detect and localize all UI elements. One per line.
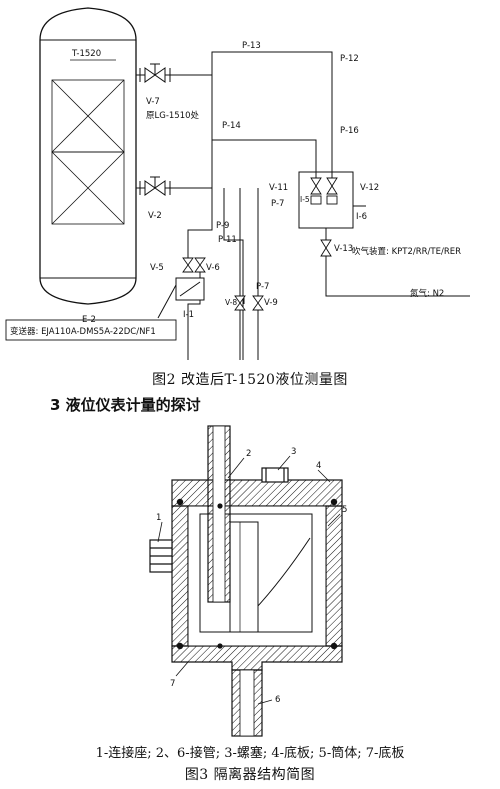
label-p12: P-12 [340, 54, 359, 64]
section-heading: 3 液位仪表计量的探讨 [50, 396, 201, 414]
valve-v6 [194, 257, 206, 273]
label-v7-note: 原LG-1510处 [146, 110, 200, 121]
label-v7: V-7 [146, 97, 160, 107]
label-purge: 吹气装置: KPT2/RR/TE/RER [352, 246, 461, 257]
vessel-label: T-1520 [71, 49, 101, 59]
transmitter-label-box [5, 319, 177, 341]
valve-v9 [252, 295, 264, 311]
label-v9: V-9 [264, 298, 278, 308]
label-p7-top: P-7 [271, 199, 284, 209]
tube-6 [231, 669, 263, 737]
label-v11: V-11 [269, 183, 288, 193]
callout-5: 5 [342, 505, 347, 515]
label-p9: P-9 [216, 221, 229, 231]
label-p7-bottom: P-7 [256, 282, 269, 292]
figure-2-caption: 图2 改造后T-1520液位测量图 [152, 372, 348, 388]
isolator-body [171, 479, 343, 671]
label-v5: V-5 [150, 263, 164, 273]
figure-3-legend: 1-连接座; 2、6-接管; 3-螺塞; 4-底板; 5-筒体; 7-底板 [95, 746, 405, 761]
valve-v2 [136, 176, 175, 196]
label-i6: I-6 [356, 212, 367, 222]
vessel-t1520 [39, 7, 137, 305]
label-nitrogen: 氮气: N2 [410, 288, 444, 299]
valve-v12 [326, 177, 338, 205]
transmitter-i1 [175, 277, 205, 301]
figure-3-diagram: 1 2 3 4 5 6 7 [149, 425, 347, 737]
label-i1: I-1 [183, 310, 194, 320]
callout-6: 6 [275, 695, 280, 705]
label-p11: P-11 [218, 235, 237, 245]
piping [157, 51, 470, 360]
figure-2-diagram: T-1520 V-7 原LG-1510处 V-2 [5, 7, 470, 360]
callout-7: 7 [170, 679, 175, 689]
label-p13: P-13 [242, 41, 261, 51]
callout-4: 4 [316, 461, 321, 471]
seal-dots [176, 498, 338, 650]
connection-seat-1 [149, 539, 173, 573]
figure-3-caption: 图3 隔离器结构简图 [184, 767, 316, 783]
valve-v11 [310, 177, 322, 205]
tube-2 [207, 425, 231, 603]
callout-1: 1 [156, 513, 161, 523]
plug-3 [261, 467, 289, 483]
valve-v13 [320, 239, 332, 257]
label-i5: I-5 [300, 195, 310, 204]
callout-leaders [157, 455, 341, 705]
valve-v8 [234, 295, 246, 311]
valve-v7 [136, 63, 175, 83]
label-v2: V-2 [148, 211, 162, 221]
valve-v5 [182, 257, 194, 273]
label-v13: V-13 [334, 244, 353, 254]
label-transmitter: 变送器: EJA110A-DMS5A-22DC/NF1 [10, 326, 156, 337]
label-v8: V-8 [225, 298, 237, 307]
label-p16: P-16 [340, 126, 359, 136]
label-v6: V-6 [206, 263, 220, 273]
label-p14: P-14 [222, 121, 241, 131]
label-v12: V-12 [360, 183, 379, 193]
callout-3: 3 [291, 447, 296, 457]
callout-2: 2 [246, 449, 251, 459]
